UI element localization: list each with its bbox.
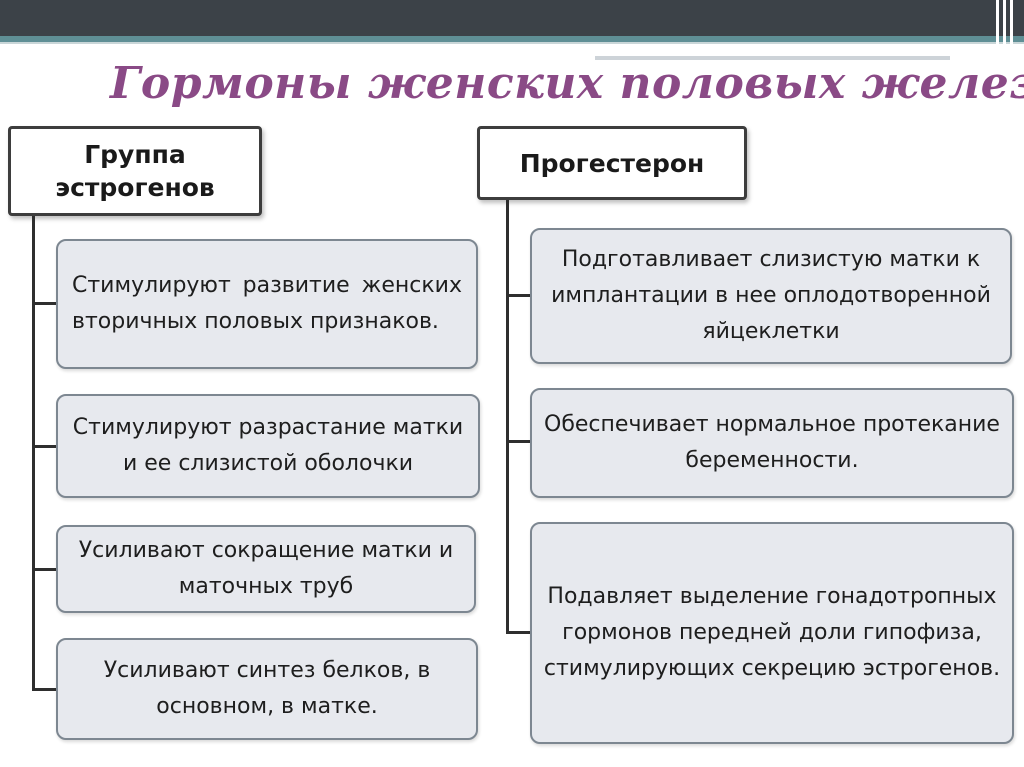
- edge-mark: [1003, 0, 1006, 44]
- progesterone-effect-box: Подготавливает слизистую матки к имплант…: [530, 228, 1012, 364]
- left-trunk-line: [32, 216, 35, 690]
- edge-mark: [1010, 0, 1013, 44]
- estrogen-effect-box: Стимулируют разрастание матки и ее слизи…: [56, 394, 480, 498]
- estrogen-effect-text: Усиливают сокращение матки и маточных тр…: [78, 538, 454, 599]
- edge-mark: [996, 0, 999, 44]
- left-branch-line: [32, 688, 56, 691]
- estrogen-group-header: Группа эстрогенов: [8, 126, 262, 216]
- estrogen-effect-box: Усиливают сокращение матки и маточных тр…: [56, 525, 476, 613]
- progesterone-header: Прогестерон: [477, 126, 747, 200]
- progesterone-effect-text: Подавляет выделение гонадотропных гормон…: [543, 584, 1001, 681]
- estrogen-effect-box: Усиливают синтез белков, в основном, в м…: [56, 638, 478, 740]
- progesterone-effect-text: Обеспечивает нормальное протекание берем…: [544, 412, 1000, 473]
- progesterone-effect-box: Обеспечивает нормальное протекание берем…: [530, 388, 1014, 498]
- estrogen-effect-text: Усиливают синтез белков, в основном, в м…: [103, 658, 431, 719]
- title-decoration: [595, 56, 950, 60]
- right-branch-line: [506, 631, 530, 634]
- left-branch-line: [32, 445, 56, 448]
- left-branch-line: [32, 568, 56, 571]
- right-branch-line: [506, 440, 530, 443]
- page-title: Гормоны женских половых желез: [110, 57, 1024, 109]
- estrogen-effect-text: Стимулируют развитие женских вторичных п…: [72, 273, 462, 334]
- progesterone-effect-text: Подготавливает слизистую матки к имплант…: [551, 247, 991, 344]
- left-branch-line: [32, 302, 56, 305]
- estrogen-effect-box: Стимулируют развитие женских вторичных п…: [56, 239, 478, 369]
- progesterone-effect-box: Подавляет выделение гонадотропных гормон…: [530, 522, 1014, 744]
- top-bar: [0, 0, 1024, 36]
- top-bar-accent: [0, 36, 1024, 42]
- top-bar-underline: [0, 42, 1024, 44]
- right-trunk-line: [506, 200, 509, 634]
- estrogen-effect-text: Стимулируют разрастание матки и ее слизи…: [72, 415, 464, 476]
- right-branch-line: [506, 294, 530, 297]
